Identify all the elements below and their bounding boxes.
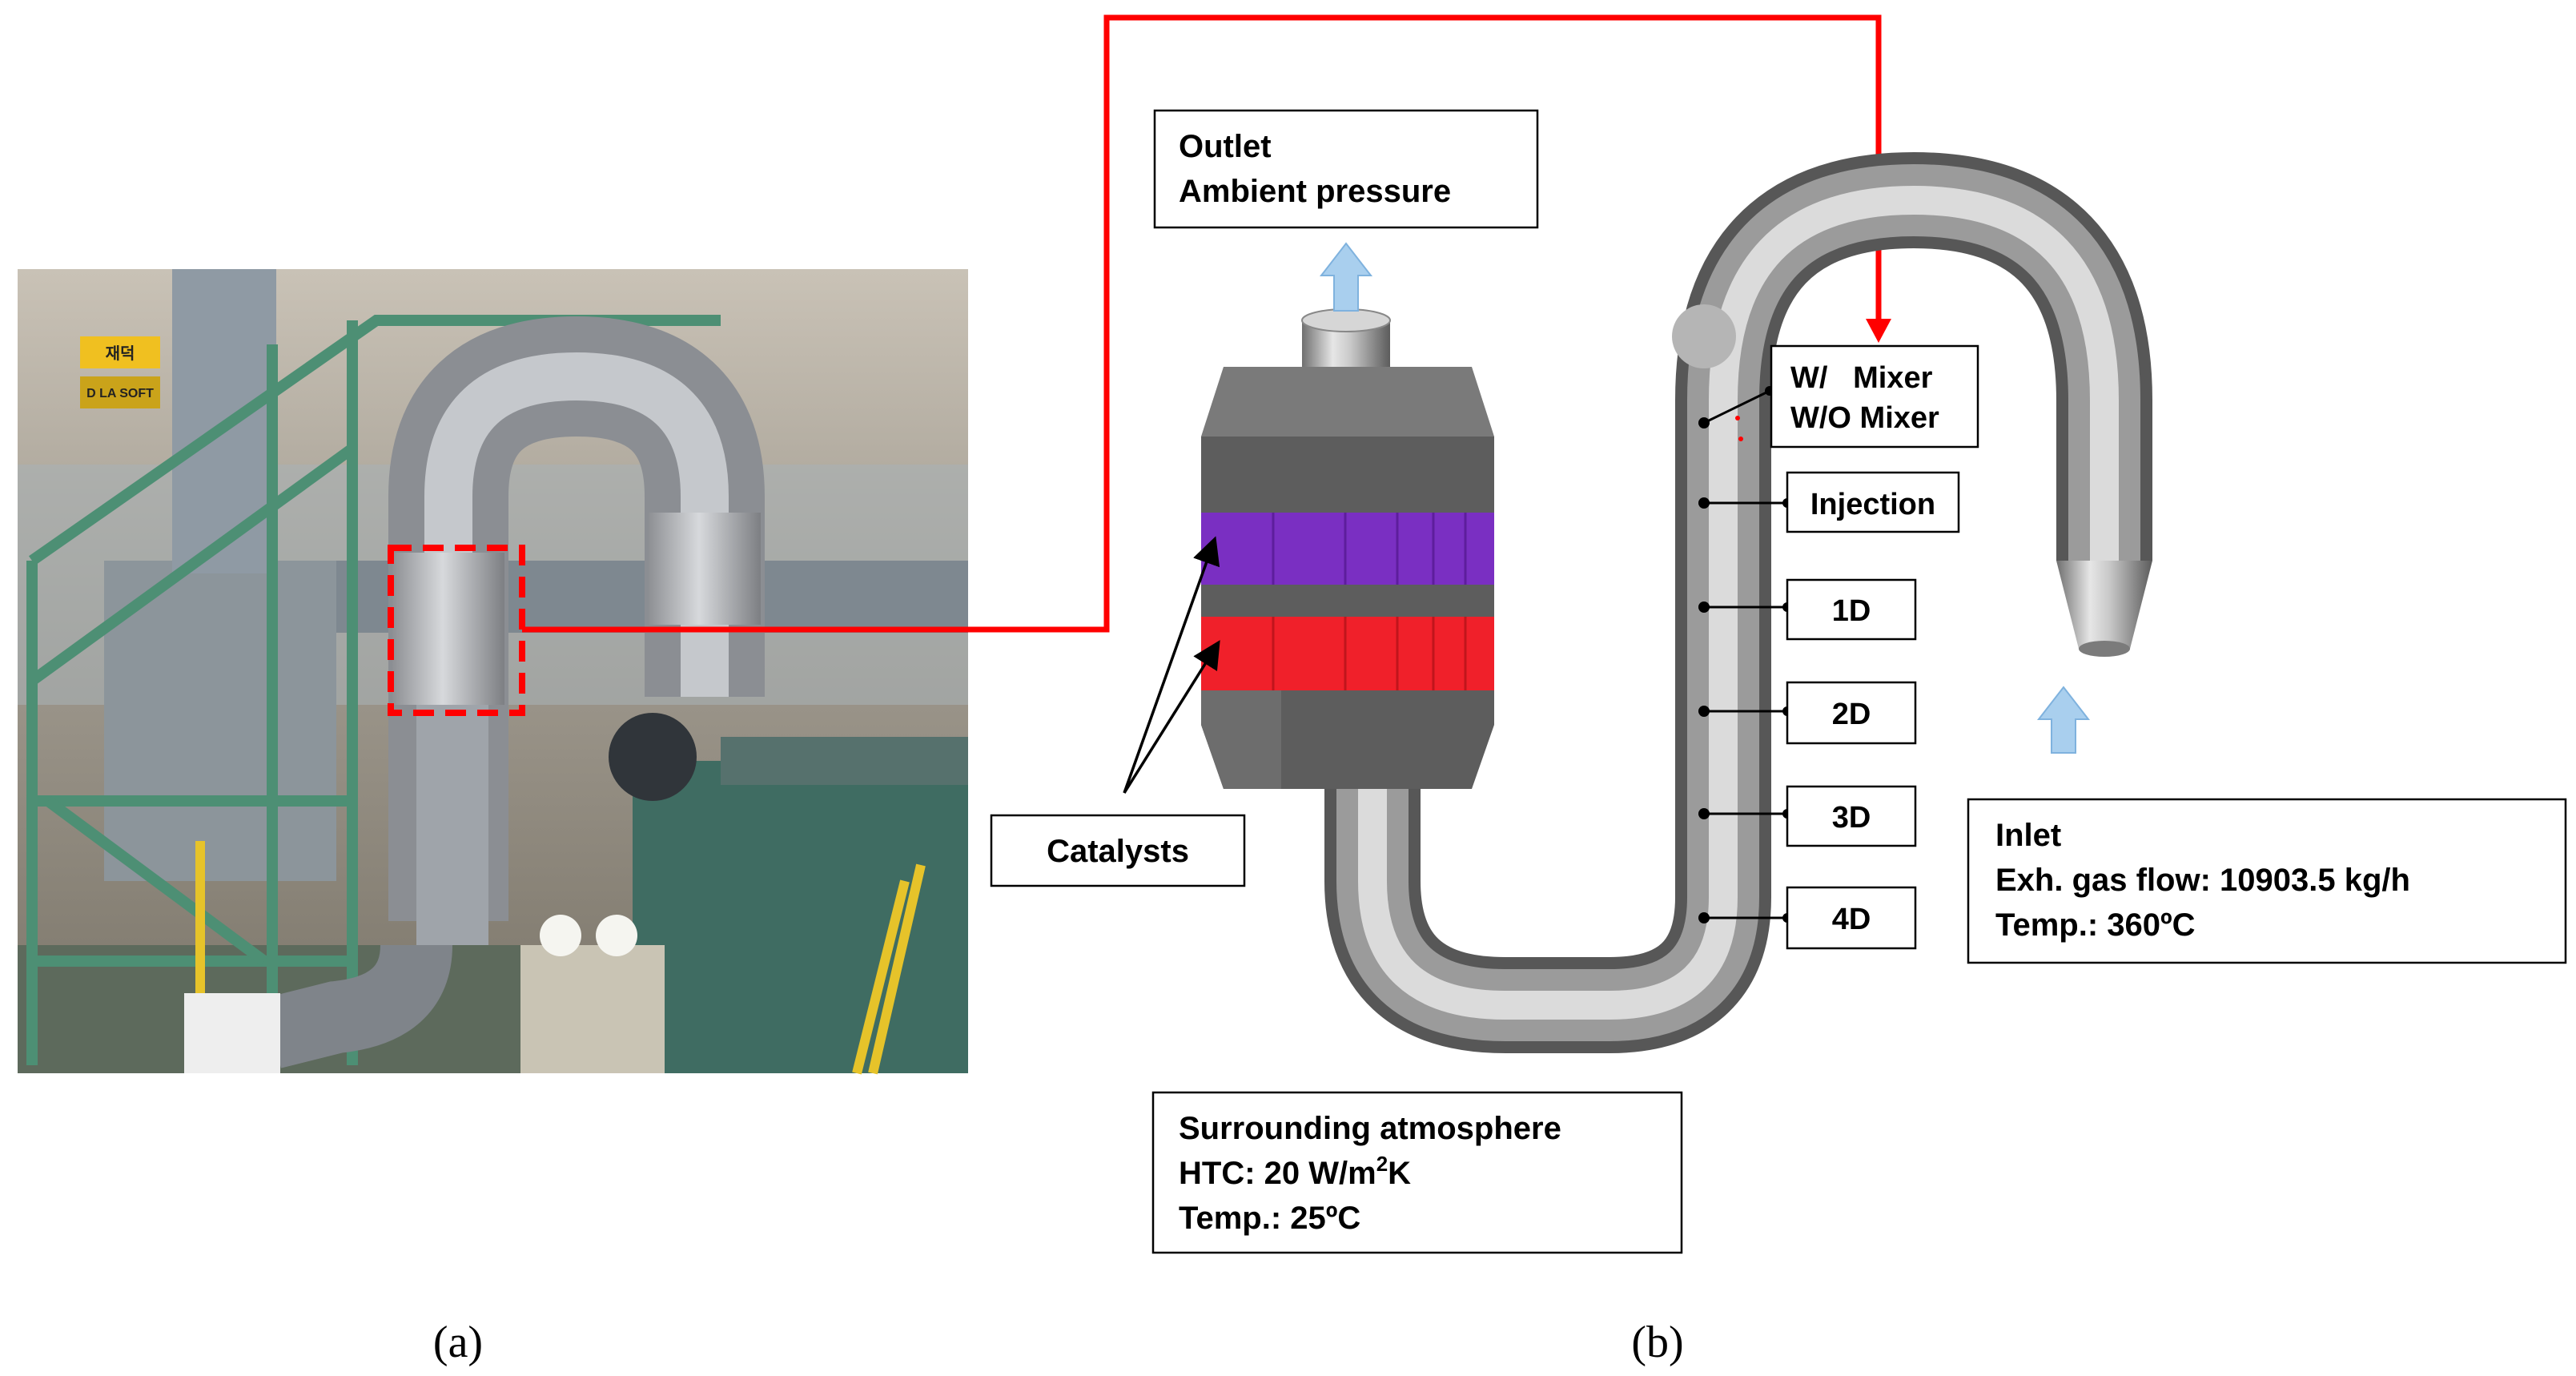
photo-sign-text-1: 재덕 — [106, 344, 135, 363]
catalysts-annotation: Catalysts — [990, 536, 1246, 887]
catalyst-housing — [1201, 308, 1494, 789]
mixer-label-without: W/O Mixer — [1790, 401, 1939, 435]
outlet-flow-arrow — [1319, 242, 1373, 312]
photo-engine-top — [721, 737, 968, 785]
photo-helmet-2 — [596, 915, 637, 956]
position-4d-box — [1786, 886, 1917, 950]
highlight-connector-line — [522, 14, 1882, 633]
position-1d-box — [1786, 578, 1917, 641]
photo-cabinet — [104, 561, 336, 881]
photo-panel: 재덕 D LA SOFT — [18, 269, 968, 1075]
inlet-title: Inlet — [1995, 818, 2061, 853]
catalysts-label: Catalysts — [1047, 834, 1189, 869]
position-2d-label: 2D — [1832, 698, 1871, 731]
surrounding-title: Surrounding atmosphere — [1179, 1111, 1561, 1146]
photo-helmet-1 — [540, 915, 581, 956]
position-3d-label: 3D — [1832, 801, 1871, 835]
catalyst-purple-band — [1201, 513, 1494, 585]
mixer-label-box — [1770, 344, 1979, 449]
highlight-connector-arrowhead — [1866, 319, 1891, 343]
outlet-label-box: Outlet Ambient pressure — [1153, 109, 1539, 229]
photo-yellow-rails — [195, 841, 926, 1075]
mixer-label-with: W/ Mixer — [1790, 361, 1933, 395]
injection-label: Injection — [1810, 488, 1935, 521]
surrounding-htc-prefix: HTC: 20 W/m — [1179, 1156, 1376, 1191]
photo-sign-2 — [80, 376, 160, 408]
inlet-label-box: Inlet Exh. gas flow: 10903.5 kg/h Temp.:… — [1967, 798, 2567, 964]
inlet-gas-flow: Exh. gas flow: 10903.5 kg/h — [1995, 863, 2410, 898]
caption-b: (b) — [1631, 1318, 1683, 1367]
surrounding-htc: HTC: 20 W/m2K — [1179, 1152, 1411, 1191]
model-pipe — [1324, 151, 2152, 1053]
photo-sign-1 — [80, 336, 160, 368]
surrounding-htc-sup: 2 — [1376, 1152, 1388, 1176]
outlet-title: Outlet — [1179, 129, 1272, 164]
catalyst-red-band — [1201, 617, 1494, 690]
position-3d-box — [1786, 785, 1917, 847]
inlet-flow-arrow — [2036, 686, 2091, 754]
injection-label-box — [1786, 471, 1960, 533]
photo-u-pipe — [263, 316, 765, 1068]
photo-control-box — [520, 945, 665, 1073]
photo-scaffold — [26, 315, 721, 1065]
position-4d-label: 4D — [1832, 903, 1871, 936]
caption-a: (a) — [433, 1318, 483, 1367]
surrounding-temperature: Temp.: 25ºC — [1179, 1201, 1360, 1236]
photo-bucket — [184, 993, 280, 1073]
inlet-temperature: Temp.: 360ºC — [1995, 907, 2196, 943]
photo-highlight-box — [388, 545, 525, 716]
position-2d-box — [1786, 681, 1917, 745]
position-1d-label: 1D — [1832, 594, 1871, 628]
surrounding-label-box: Surrounding atmosphere HTC: 20 W/m2K Tem… — [1151, 1091, 1683, 1254]
outlet-condition: Ambient pressure — [1179, 174, 1451, 209]
photo-engine-fan — [609, 713, 697, 801]
surrounding-htc-suffix: K — [1388, 1156, 1411, 1191]
photo-engine — [633, 761, 968, 1073]
measurement-markers: W/ Mixer W/O Mixer Injection 1D 2D 3D 4D — [1698, 344, 1979, 950]
photo-sign-text-2: D LA SOFT — [86, 387, 154, 400]
